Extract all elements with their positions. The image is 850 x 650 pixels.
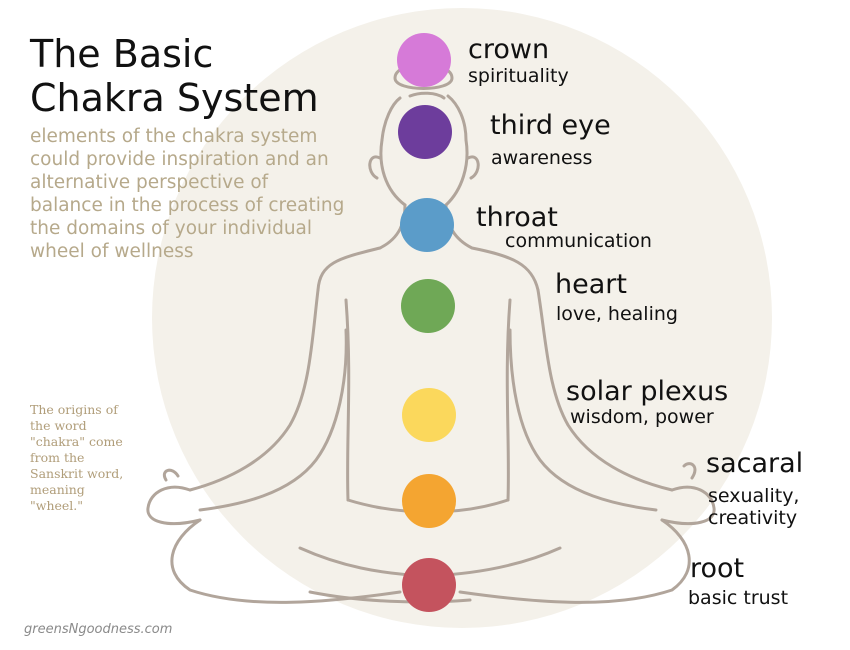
chakra-name-sacaral: sacaral <box>706 448 804 479</box>
origins-line: Sanskrit word, <box>30 466 124 481</box>
origins-line: "chakra" come <box>30 434 123 449</box>
intro-line: balance in the process of creating <box>30 195 345 216</box>
intro-line: wheel of wellness <box>30 241 194 262</box>
origins-line: "wheel." <box>30 498 84 513</box>
website-credit: greensNgoodness.com <box>24 622 173 637</box>
torso <box>344 298 512 502</box>
origins-line: the word <box>30 418 87 433</box>
chakra-dot-root <box>402 558 456 612</box>
page-title: The Basic Chakra System <box>30 32 319 120</box>
chakra-meaning-crown: spirituality <box>468 65 569 87</box>
chakra-meaning-solar-plexus: wisdom, power <box>570 406 714 428</box>
hair-strands <box>380 91 468 142</box>
chakra-name-solar-plexus: solar plexus <box>566 376 729 407</box>
chakra-dots <box>397 33 456 612</box>
intro-line: the domains of your individual <box>30 218 313 239</box>
right-arm <box>536 288 674 492</box>
chakra-dot-third-eye <box>398 105 452 159</box>
title-line: Chakra System <box>30 76 319 120</box>
chakra-dot-crown <box>397 33 451 87</box>
title-line: The Basic <box>30 32 214 76</box>
origins-line: The origins of <box>30 402 118 417</box>
intro-line: could provide inspiration and an <box>30 149 329 170</box>
chakra-meaning-throat: communication <box>505 230 652 252</box>
chakra-name-third-eye: third eye <box>490 110 611 141</box>
chakra-name-throat: throat <box>476 202 558 233</box>
ears <box>368 155 480 180</box>
chakra-dot-heart <box>401 279 455 333</box>
intro-text: elements of the chakra system could prov… <box>30 125 360 263</box>
chakra-dot-sacaral <box>402 474 456 528</box>
chakra-name-heart: heart <box>555 269 627 300</box>
intro-line: alternative perspective of <box>30 172 269 193</box>
left-hand <box>146 468 202 526</box>
head-outline <box>379 138 469 207</box>
chakra-meaning-sacaral-line2: creativity <box>708 507 798 529</box>
chakra-meaning-third-eye: awareness <box>491 147 593 169</box>
origins-line: from the <box>30 450 85 465</box>
chakra-name-root: root <box>690 553 745 584</box>
chakra-name-crown: crown <box>468 34 550 65</box>
left-inner-arm <box>198 328 348 512</box>
chakra-dot-solar-plexus <box>402 388 456 442</box>
chakra-dot-throat <box>400 198 454 252</box>
chakra-meaning-root: basic trust <box>688 587 789 609</box>
left-arm <box>188 288 320 492</box>
origins-note: The origins of the word "chakra" come fr… <box>30 402 140 514</box>
intro-line: elements of the chakra system <box>30 126 318 147</box>
origins-line: meaning <box>30 482 85 497</box>
chakra-meaning-heart: love, healing <box>556 303 678 325</box>
chakra-meaning-sacaral-line1: sexuality, <box>708 485 800 507</box>
crossed-legs <box>170 518 691 604</box>
meditating-woman-outline <box>146 63 716 604</box>
right-hand <box>660 462 716 526</box>
right-inner-arm <box>508 328 658 512</box>
background-circle <box>152 8 772 628</box>
